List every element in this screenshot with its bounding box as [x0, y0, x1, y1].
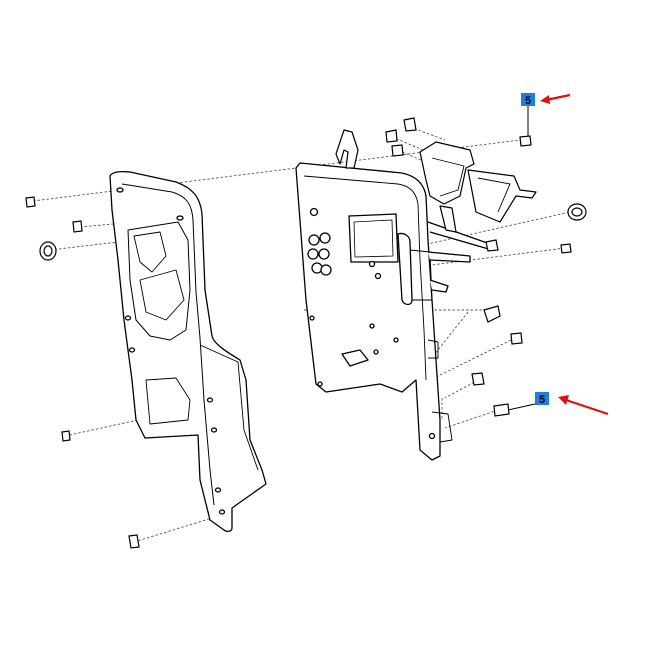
- callout-top-label: 5: [525, 95, 531, 107]
- left-trim-panel: [109, 170, 267, 532]
- red-arrow-icon: [545, 93, 571, 102]
- bolt-icon: [25, 117, 587, 549]
- mounting-plate: [295, 162, 493, 461]
- top-brackets: [335, 129, 537, 233]
- red-arrow-icon: [565, 398, 609, 416]
- callout-top: 5: [521, 93, 571, 136]
- red-arrow-icon: [540, 95, 550, 104]
- callout-right-label: 5: [539, 394, 545, 406]
- callout-right: 5: [507, 392, 609, 416]
- red-arrow-icon: [558, 395, 569, 405]
